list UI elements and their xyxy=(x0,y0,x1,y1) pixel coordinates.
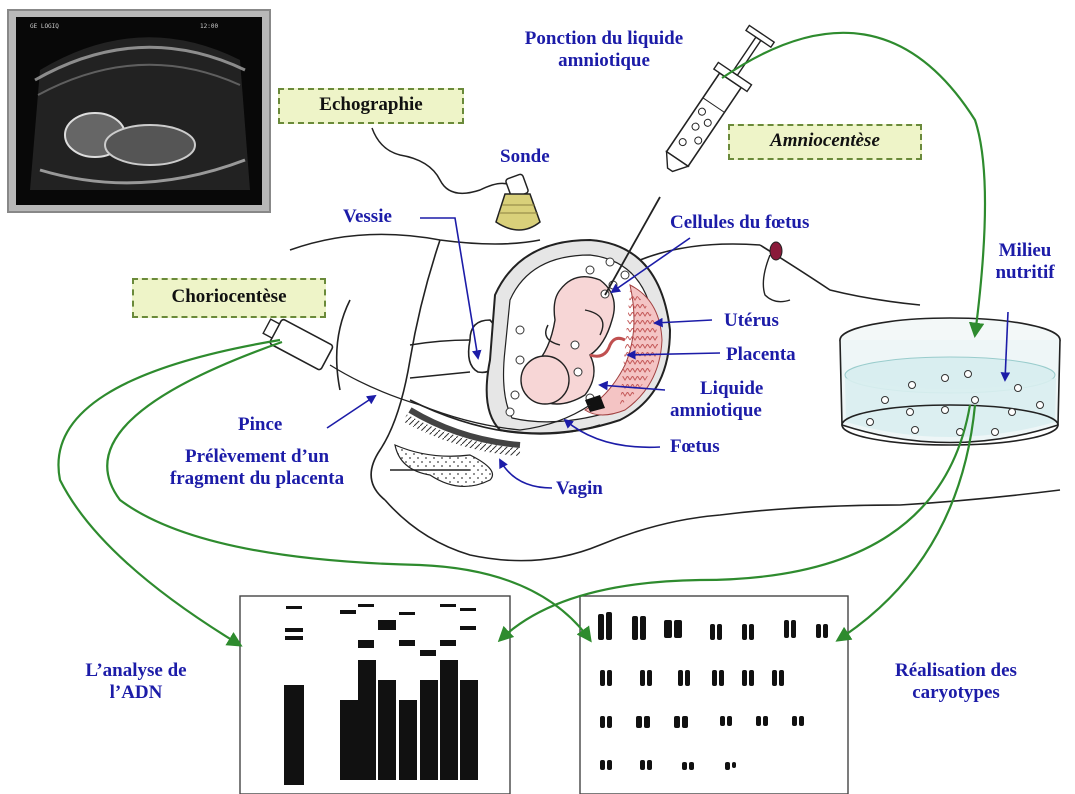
caryo-line-1: Réalisation des xyxy=(866,660,1046,682)
prelevement-line-1: Prélèvement d’un xyxy=(152,446,362,468)
placenta-label: Placenta xyxy=(726,344,796,366)
petri-dish-icon xyxy=(840,318,1060,445)
vagin-label: Vagin xyxy=(556,478,603,500)
vessie-label: Vessie xyxy=(343,206,392,228)
svg-text:GE LOGIQ: GE LOGIQ xyxy=(30,23,59,30)
echographie-label: Echographie xyxy=(319,94,422,115)
ponction-line-2: amniotique xyxy=(494,50,714,72)
liquide-line-2: amniotique xyxy=(670,400,763,422)
pince-label: Pince xyxy=(238,414,282,436)
adn-line-1: L’analyse de xyxy=(66,660,206,682)
ultrasound-probe-icon xyxy=(496,174,540,230)
choriocentese-label: Choriocentèse xyxy=(171,286,286,307)
ponction-label: Ponction du liquide amniotique xyxy=(494,28,714,72)
milieu-line-2: nutritif xyxy=(980,262,1070,284)
foetus-label: Fœtus xyxy=(670,436,720,458)
probe-cable xyxy=(372,128,510,193)
red-marker xyxy=(770,242,782,260)
caryotypes-label: Réalisation des caryotypes xyxy=(866,660,1046,704)
milieu-nutritif-label: Milieu nutritif xyxy=(980,240,1070,284)
pointer-vagin xyxy=(500,460,552,488)
ponction-line-1: Ponction du liquide xyxy=(494,28,714,50)
liquide-amniotique-label: Liquide amniotique xyxy=(670,378,763,422)
karyotype-image xyxy=(580,596,848,794)
rectum xyxy=(395,445,493,486)
echographie-box: Echographie xyxy=(278,88,464,124)
milieu-line-1: Milieu xyxy=(980,240,1070,262)
arrow-syringe-to-dish xyxy=(722,33,985,335)
amniocentese-box: Amniocentèse xyxy=(728,124,922,160)
dna-gel-image xyxy=(240,596,510,794)
caryo-line-2: caryotypes xyxy=(866,682,1046,704)
prelevement-line-2: fragment du placenta xyxy=(152,468,362,490)
ultrasound-image: GE LOGIQ 12:00 xyxy=(8,10,270,212)
cellules-label: Cellules du fœtus xyxy=(670,212,809,234)
prelevement-label: Prélèvement d’un fragment du placenta xyxy=(152,446,362,490)
liquide-line-1: Liquide xyxy=(670,378,763,400)
uterus-label: Utérus xyxy=(724,310,779,332)
pointer-vessie xyxy=(420,218,478,358)
choriocentese-box: Choriocentèse xyxy=(132,278,326,318)
sonde-label: Sonde xyxy=(500,146,550,168)
adn-line-2: l’ADN xyxy=(66,682,206,704)
amniocentese-label: Amniocentèse xyxy=(770,130,880,151)
svg-text:12:00: 12:00 xyxy=(200,23,218,30)
pointer-pince xyxy=(327,396,375,428)
adn-label: L’analyse de l’ADN xyxy=(66,660,206,704)
